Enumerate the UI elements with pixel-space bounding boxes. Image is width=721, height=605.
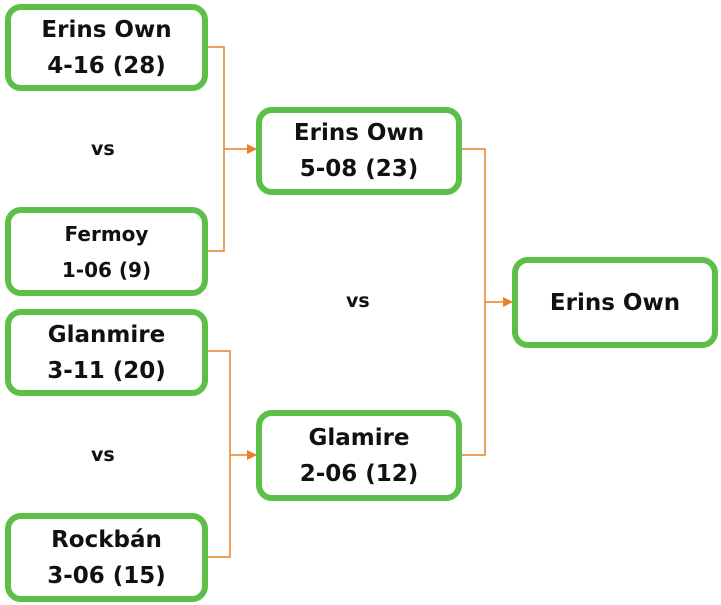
team-score: 5-08 (23) — [299, 156, 419, 182]
vs-label-r2: vs — [346, 290, 370, 312]
match-box-rockban-r1: Rockbán 3-06 (15) — [5, 513, 208, 602]
match-box-fermoy-r1: Fermoy 1-06 (9) — [5, 207, 208, 296]
winner-name: Erins Own — [549, 289, 681, 316]
vs-label-r1-bottom: vs — [91, 444, 115, 466]
team-name: Glamire — [308, 424, 410, 451]
team-name: Erins Own — [293, 120, 425, 146]
match-box-glamire-r2: Glamire 2-06 (12) — [256, 410, 462, 501]
match-box-glanmire-r1: Glanmire 3-11 (20) — [5, 309, 208, 396]
team-name: Erins Own — [41, 16, 172, 43]
team-name: Fermoy — [64, 221, 149, 246]
winner-box-erins-own: Erins Own — [512, 257, 718, 348]
match-box-erins-own-r1: Erins Own 4-16 (28) — [5, 4, 208, 91]
connector-r1-bottom — [207, 350, 231, 558]
connector-r1-top — [207, 46, 225, 252]
connector-r2 — [461, 148, 486, 456]
team-score: 1-06 (9) — [61, 257, 152, 282]
team-name: Glanmire — [47, 321, 166, 348]
team-score: 3-11 (20) — [47, 357, 166, 384]
vs-label-r1-top: vs — [91, 138, 115, 160]
team-score: 2-06 (12) — [299, 460, 419, 487]
match-box-erins-own-r2: Erins Own 5-08 (23) — [256, 107, 462, 195]
team-name: Rockbán — [51, 526, 162, 553]
team-score: 3-06 (15) — [47, 562, 166, 589]
team-score: 4-16 (28) — [47, 52, 166, 79]
